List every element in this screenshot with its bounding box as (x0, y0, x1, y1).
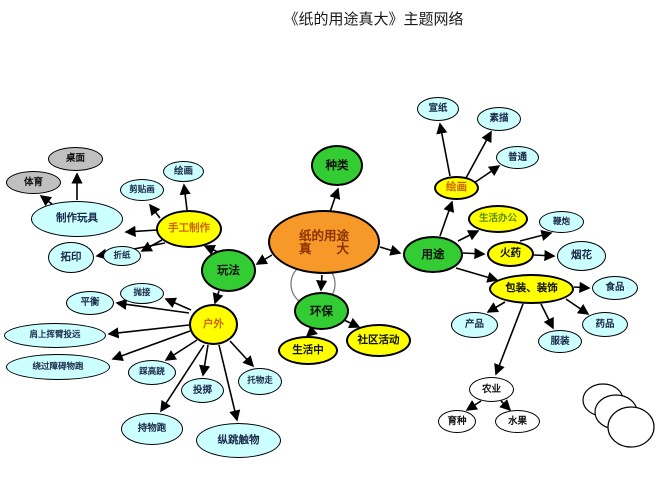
node-collage: 剪贴画 (120, 179, 164, 201)
center-label-line2: 真 大 (298, 241, 349, 256)
node-jump-touch-object: 纵跳触物 (196, 423, 281, 458)
diagram-title: 《纸的用途真大》主题网络 (283, 10, 464, 28)
node-run-holding-object: 持物跑 (121, 413, 183, 445)
node-painting-use: 绘画 (434, 176, 479, 200)
node-gunpowder: 火药 (487, 241, 534, 267)
node-balance: 平衡 (66, 291, 114, 315)
node-xuan-paper: 宣纸 (417, 97, 459, 121)
node-toss-catch: 抛接 (120, 283, 164, 304)
node-daily-office: 生活办公 (468, 205, 528, 233)
node-play-methods: 玩法 (201, 249, 256, 292)
node-fireworks: 烟花 (557, 241, 606, 271)
node-agriculture: 农业 (469, 377, 514, 402)
node-products: 产品 (451, 312, 498, 338)
node-types: 种类 (311, 145, 363, 186)
node-packaging-decoration: 包装、装饰 (489, 274, 574, 304)
node-stilts: 踩高跷 (128, 360, 176, 385)
node-obstacle-run: 绕过障碍物跑 (6, 354, 110, 380)
node-throwing: 投掷 (181, 378, 224, 403)
node-daily-life: 生活中 (278, 336, 338, 365)
node-origami: 折纸 (103, 246, 141, 266)
node-outdoor: 户外 (189, 304, 238, 345)
node-paper-uses-center: 纸的用途 真 大 (268, 210, 380, 274)
node-toy-making: 制作玩具 (31, 201, 123, 237)
node-community-activity: 社区活动 (346, 324, 411, 357)
node-drawing: 绘画 (163, 161, 204, 182)
node-food: 食品 (592, 276, 638, 300)
node-sketch: 素描 (477, 107, 521, 131)
node-rubbing: 拓印 (48, 242, 94, 273)
node-medicine: 药品 (582, 312, 628, 337)
node-clothing: 服装 (538, 330, 582, 353)
node-environment: 环保 (294, 292, 349, 330)
decorative-circles-bottom-right (582, 383, 655, 448)
center-label-line1: 纸的用途 (298, 227, 349, 243)
node-seed-breeding: 育种 (438, 410, 476, 433)
arrow-lines (39, 122, 591, 422)
node-firecracker: 鞭炮 (539, 211, 584, 233)
node-carry-object-walk: 托物走 (238, 368, 282, 395)
node-handcraft: 手工制作 (156, 210, 222, 248)
node-fruit: 水果 (495, 410, 540, 433)
node-sports: 体育 (6, 171, 61, 194)
node-overarm-throw: 肩上挥臂投远 (4, 323, 106, 348)
node-uses: 用途 (403, 236, 463, 273)
node-ordinary: 普通 (496, 146, 539, 169)
node-desktop: 桌面 (48, 147, 103, 171)
